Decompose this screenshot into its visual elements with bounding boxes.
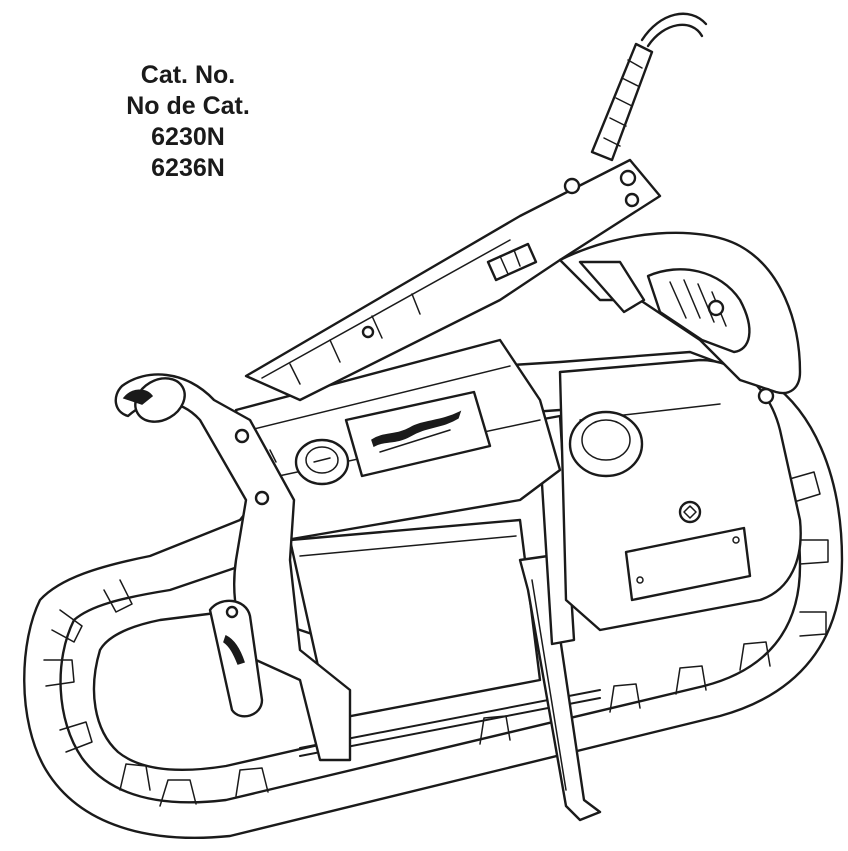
front-handle: [114, 373, 352, 762]
model-number-6230n: 6230N: [151, 123, 225, 151]
catalog-number-block: Cat. No. No de Cat. 6230N 6236N: [98, 60, 278, 184]
model-number-6236n: 6236N: [151, 154, 225, 182]
milwaukee-logo-icon: [371, 410, 462, 448]
catalog-label-en: Cat. No.: [140, 61, 236, 89]
right-housing: [558, 358, 802, 632]
rear-handle: [558, 231, 802, 405]
top-handle: [244, 158, 662, 402]
catalog-label-fr: No de Cat.: [126, 92, 250, 120]
power-cord: [590, 12, 708, 162]
bolts: [234, 325, 375, 506]
throat-panel: [288, 518, 542, 722]
trigger: [578, 260, 646, 314]
